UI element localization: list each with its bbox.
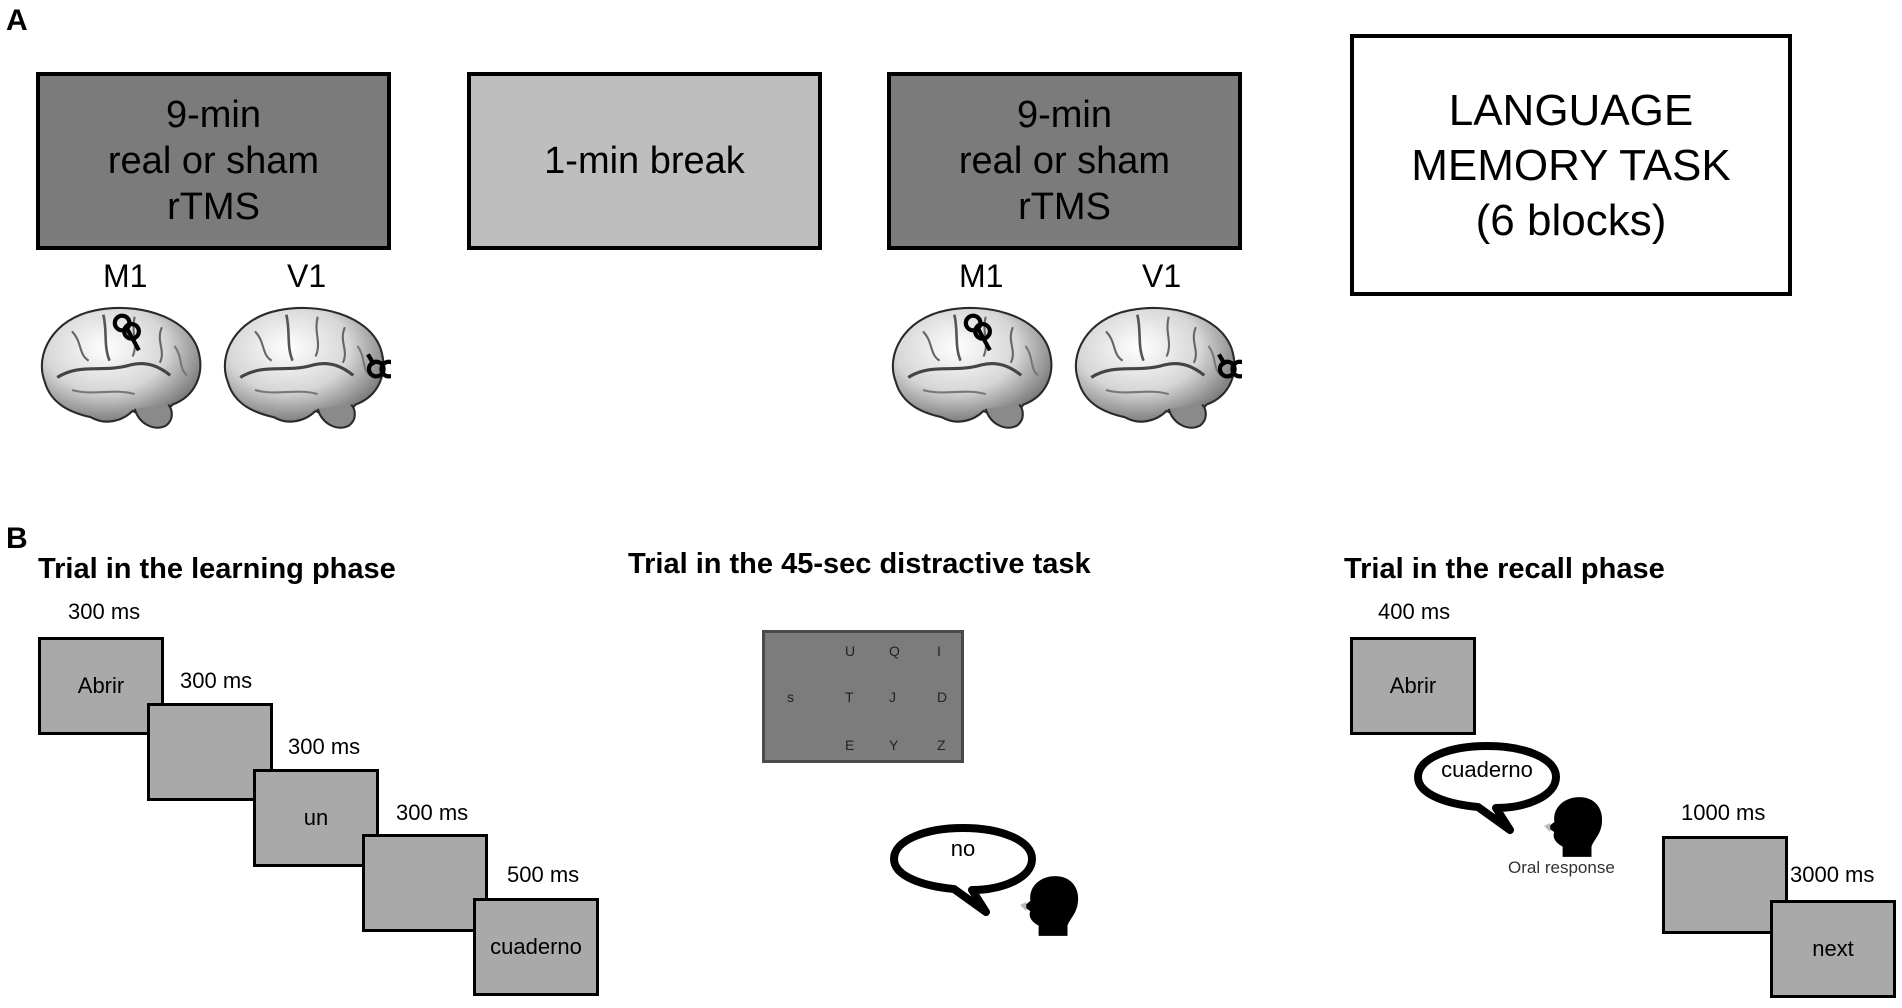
stimulus-screen: Abrir bbox=[38, 637, 164, 735]
stimulus-word: Abrir bbox=[77, 673, 125, 698]
distractive-task-title: Trial in the 45-sec distractive task bbox=[628, 548, 1091, 580]
coil-icon bbox=[366, 353, 391, 379]
block-text-line: 1-min break bbox=[544, 140, 745, 182]
duration-label: 300 ms bbox=[68, 599, 141, 624]
speaking-head-icon bbox=[1544, 795, 1606, 861]
duration-label: 400 ms bbox=[1378, 599, 1451, 624]
coil-icon bbox=[112, 313, 141, 352]
duration-label: 500 ms bbox=[507, 862, 580, 887]
duration-label: 300 ms bbox=[396, 800, 469, 825]
bubble-response-text: no bbox=[950, 836, 976, 861]
block-text-line: real or sham bbox=[958, 140, 1171, 182]
site-label-m1: M1 bbox=[959, 258, 1004, 294]
stimulus-screen: next bbox=[1770, 900, 1896, 998]
coil-icon bbox=[963, 313, 992, 352]
site-label-v1: V1 bbox=[1142, 258, 1182, 294]
duration-label: 300 ms bbox=[288, 734, 361, 759]
stimulus-screen: un bbox=[253, 769, 379, 867]
grid-letter: I bbox=[937, 643, 941, 659]
block-text-line: rTMS bbox=[167, 186, 260, 228]
stimulus-word: Abrir bbox=[1389, 673, 1437, 698]
rtms-block-1: 9-min real or sham rTMS bbox=[36, 72, 391, 250]
brain-v1-icon bbox=[213, 300, 391, 436]
language-memory-task-block: LANGUAGE MEMORY TASK (6 blocks) bbox=[1350, 34, 1792, 296]
coil-icon bbox=[1217, 353, 1242, 379]
block-text-line: real or sham bbox=[107, 140, 320, 182]
brain-m1-icon bbox=[30, 300, 208, 436]
site-label-v1: V1 bbox=[287, 258, 327, 294]
bubble-response-text: cuaderno bbox=[1441, 757, 1533, 782]
speech-bubble-icon bbox=[890, 824, 1036, 916]
grid-letter: D bbox=[937, 689, 948, 705]
rtms-block-2: 9-min real or sham rTMS bbox=[887, 72, 1242, 250]
panel-a-label: A bbox=[6, 4, 28, 37]
oral-response-caption: Oral response bbox=[1508, 858, 1615, 877]
block-text-line: MEMORY TASK bbox=[1411, 140, 1731, 190]
grid-letter: s bbox=[787, 689, 794, 705]
block-text-line: 9-min bbox=[165, 94, 262, 136]
stimulus-screen bbox=[1662, 836, 1788, 934]
grid-letter: J bbox=[889, 689, 896, 705]
letter-grid: U Q I s T J D E Y Z bbox=[762, 630, 964, 763]
recall-phase-title: Trial in the recall phase bbox=[1344, 553, 1665, 585]
duration-label: 300 ms bbox=[180, 668, 253, 693]
grid-letter: T bbox=[845, 689, 854, 705]
grid-letter: Z bbox=[937, 737, 946, 753]
block-text-line: LANGUAGE bbox=[1448, 85, 1694, 135]
brain-v1-icon bbox=[1064, 300, 1242, 436]
block-text-line: rTMS bbox=[1018, 186, 1111, 228]
stimulus-screen: Abrir bbox=[1350, 637, 1476, 735]
stimulus-screen bbox=[362, 834, 488, 932]
speech-bubble-icon bbox=[1414, 742, 1560, 834]
stimulus-word: un bbox=[303, 805, 329, 830]
stimulus-screen: cuaderno bbox=[473, 898, 599, 996]
grid-letter: E bbox=[845, 737, 855, 753]
duration-label: 3000 ms bbox=[1790, 862, 1875, 887]
brain-m1-icon bbox=[881, 300, 1059, 436]
block-text-line: (6 blocks) bbox=[1475, 195, 1667, 245]
break-block: 1-min break bbox=[467, 72, 822, 250]
site-label-m1: M1 bbox=[103, 258, 148, 294]
grid-letter: Y bbox=[889, 737, 899, 753]
stimulus-word: next bbox=[1812, 936, 1854, 961]
block-text-line: 9-min bbox=[1016, 94, 1113, 136]
grid-letter: Q bbox=[889, 643, 900, 659]
learning-phase-title: Trial in the learning phase bbox=[38, 553, 396, 585]
panel-b-label: B bbox=[6, 522, 28, 555]
duration-label: 1000 ms bbox=[1681, 800, 1766, 825]
speaking-head-icon bbox=[1020, 874, 1082, 940]
stimulus-word: cuaderno bbox=[490, 934, 582, 959]
stimulus-screen bbox=[147, 703, 273, 801]
grid-letter: U bbox=[845, 643, 856, 659]
